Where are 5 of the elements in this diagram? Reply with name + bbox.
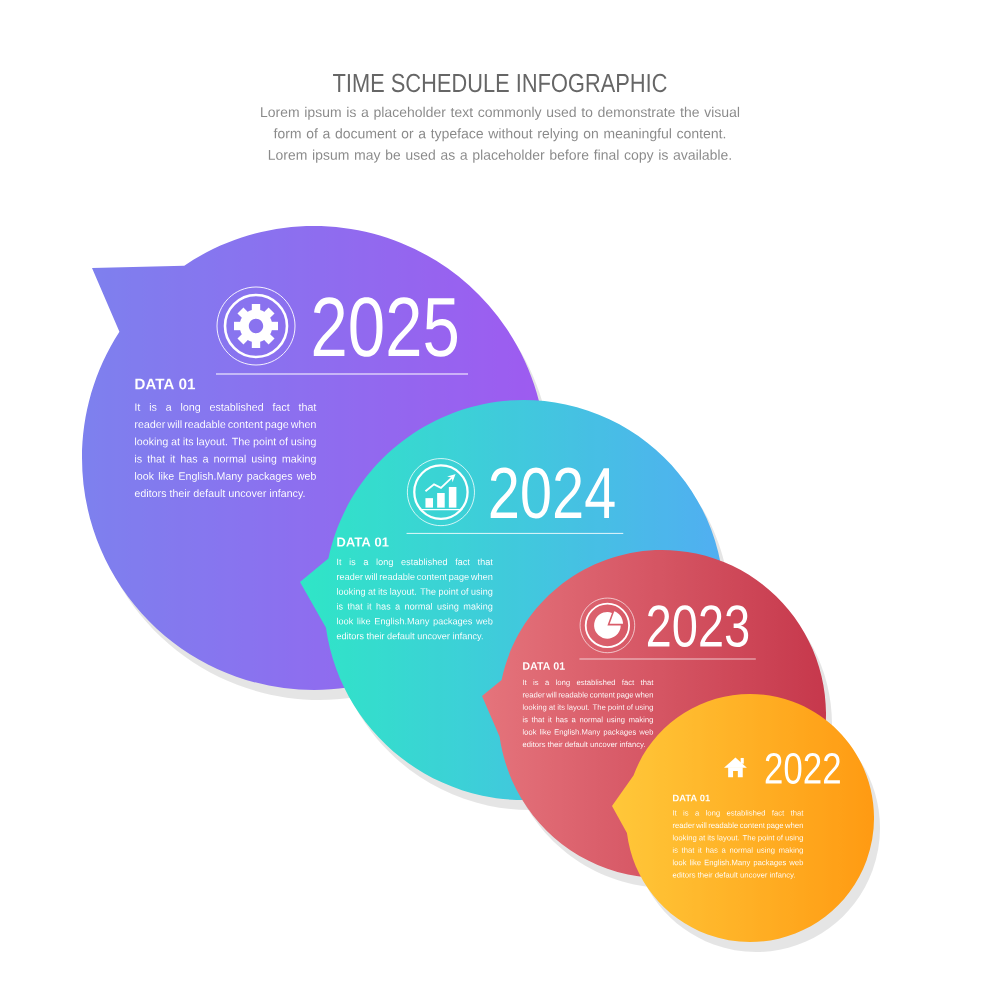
year-number: 2023 <box>647 605 749 647</box>
title: TIME SCHEDULE INFOGRAPHIC <box>333 73 667 93</box>
year-number: 2024 <box>490 467 615 519</box>
year-number: 2025 <box>313 297 458 357</box>
year-number: 2022 <box>765 752 840 784</box>
